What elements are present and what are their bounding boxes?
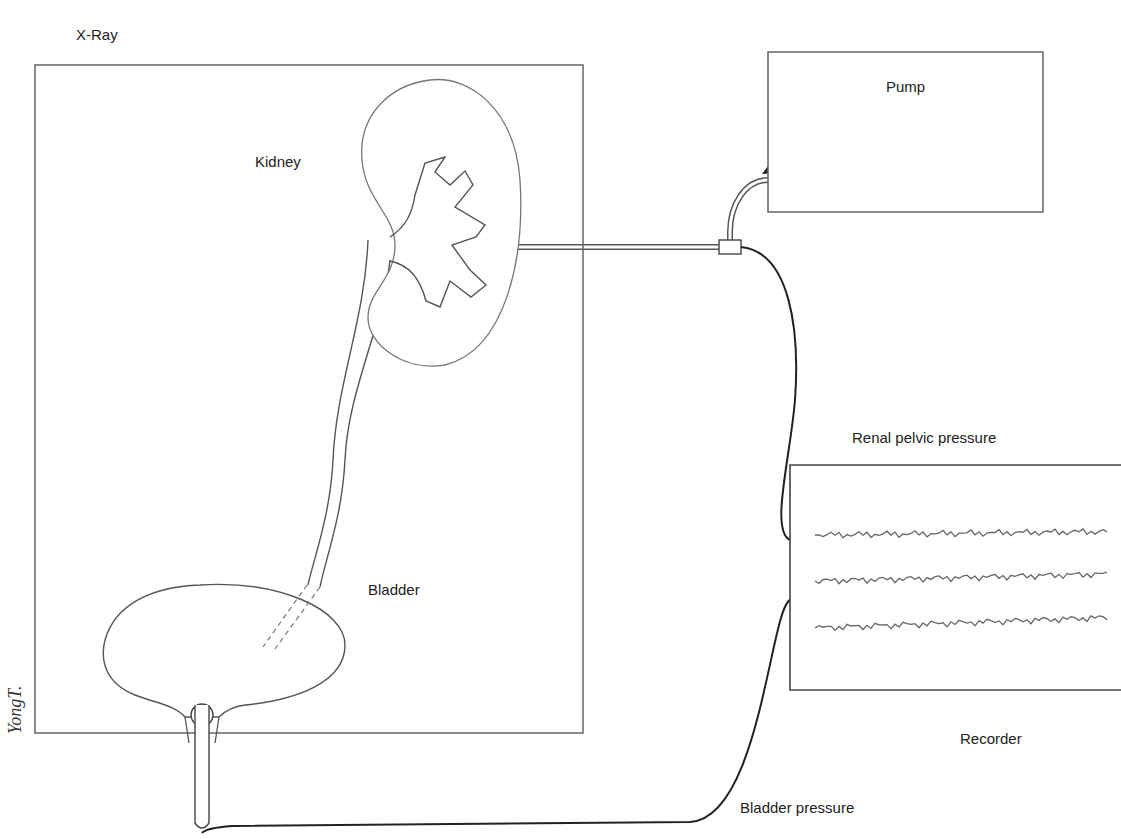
bladder-organ: Bladder xyxy=(95,565,450,735)
kidney-organ-shape xyxy=(240,75,525,370)
recorder-box: Recorder xyxy=(785,460,1121,760)
bladder-outline xyxy=(103,584,345,717)
node-label: X-Ray xyxy=(76,26,118,44)
recorder-box-shape xyxy=(785,460,1121,760)
renal-pelvis xyxy=(390,157,486,307)
pump-border xyxy=(768,52,1043,212)
node-label: Recorder xyxy=(960,730,1022,748)
pressure-trace xyxy=(815,529,1107,538)
node-label: Bladder xyxy=(368,581,420,599)
edge-label: Renal pelvic pressure xyxy=(850,429,998,447)
kidney-outline xyxy=(362,80,521,367)
node-label: Pump xyxy=(886,78,925,96)
pump-box: Pump xyxy=(768,52,1043,212)
xray-frame: X-RayKidneyBladder xyxy=(30,20,588,738)
edge-label: Bladder pressure xyxy=(738,799,856,817)
kidney-organ: Kidney xyxy=(240,75,525,370)
pressure-trace xyxy=(815,616,1107,630)
node-label: Kidney xyxy=(255,153,301,171)
t-connector xyxy=(719,240,741,254)
recorder-border xyxy=(790,465,1121,690)
pressure-line xyxy=(741,247,796,540)
intravesical-ureter xyxy=(263,585,320,649)
artist-signature: YongT. xyxy=(6,683,24,736)
xray-border xyxy=(35,65,583,733)
bladder-catheter xyxy=(195,705,209,828)
pump-box-shape xyxy=(768,52,1043,212)
pressure-trace xyxy=(815,572,1107,584)
ureter-wall xyxy=(308,240,368,585)
